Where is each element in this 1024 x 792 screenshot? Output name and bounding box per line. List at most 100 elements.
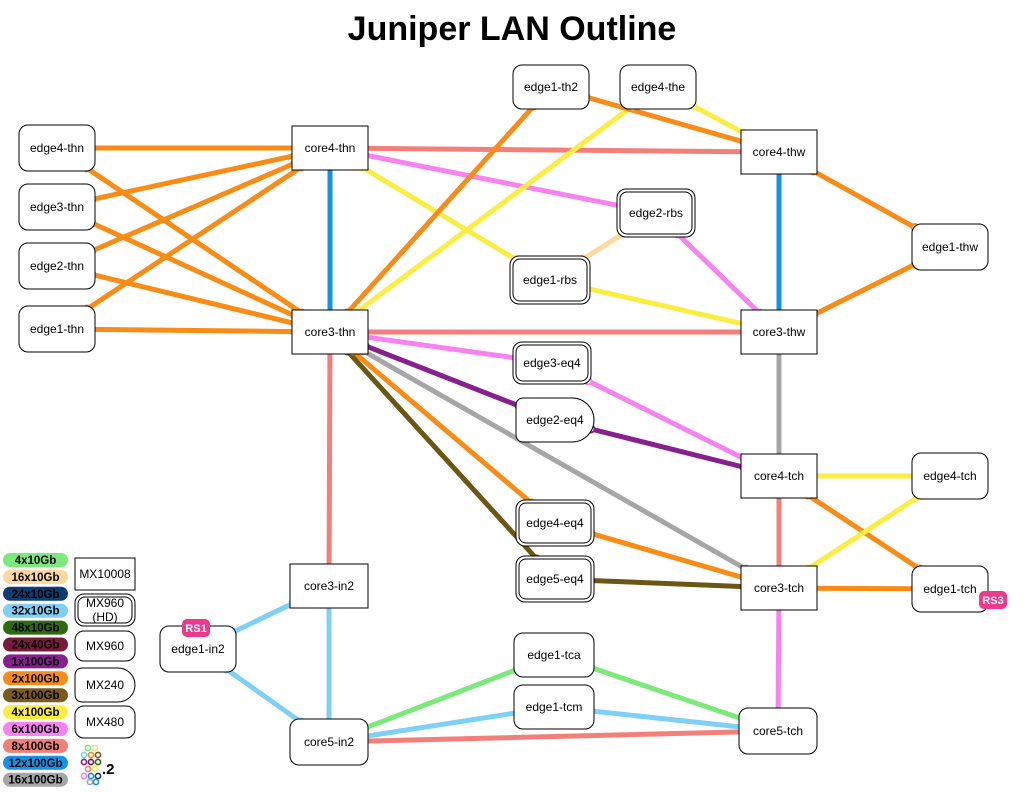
lag-dot (87, 772, 95, 780)
legend-label: 24x10Gb (12, 589, 60, 601)
node-edge2-rbs[interactable]: edge2-rbs (616, 188, 696, 238)
lag-dot (94, 758, 102, 766)
link-core5-in2-edge1-tca (362, 666, 520, 731)
legend-type-sub: (HD) (92, 610, 117, 624)
legend-label: 16x10Gb (12, 572, 60, 584)
lag-dot (92, 778, 100, 786)
link-core5-in2-core5-tch (362, 729, 745, 744)
node-edge5-eq4[interactable]: edge5-eq4 (515, 555, 595, 603)
link-core3-tch-core5-tch (775, 604, 782, 714)
lag-suffix: .2 (102, 761, 115, 778)
node-edge4-thn[interactable]: edge4-thn (18, 124, 96, 172)
legend-type-label: MX10008 (79, 567, 131, 581)
link-edge2-thn-core3-thn (89, 271, 298, 327)
link-edge4-thn-core3-thn (84, 165, 305, 316)
legend-item-1x100Gb: 1x100Gb (3, 654, 68, 669)
node-edge1-rbs[interactable]: edge1-rbs (509, 255, 591, 305)
link-core3-tch-edge1-tch (811, 585, 918, 592)
node-edge1-thw[interactable]: edge1-thw (911, 223, 989, 271)
link-edge1-th2-core4-thw (583, 94, 747, 145)
node-edge1-tca[interactable]: edge1-tca (513, 632, 595, 678)
node-core3-tch[interactable]: core3-tch (740, 565, 818, 611)
node-label: core5-tch (753, 724, 803, 738)
link-edge1-in2-core5-in2 (223, 666, 304, 725)
node-label: edge1-in2 (171, 642, 225, 656)
link-edge2-rbs-core3-thw (675, 231, 762, 316)
link-edge4-eq4-core3-tch (588, 530, 747, 581)
node-edge1-tcm[interactable]: edge1-tcm (513, 684, 595, 730)
node-label: core4-tch (754, 469, 804, 483)
node-label: edge1-th2 (524, 80, 578, 94)
link-core3-thw-edge1-thw (811, 261, 918, 318)
legend: 4x10Gb16x10Gb24x10Gb32x10Gb48x10Gb24x40G… (3, 553, 136, 787)
node-label: core3-in2 (304, 579, 354, 593)
node-core3-in2[interactable]: core3-in2 (289, 563, 369, 609)
link-core3-thn-edge4-the (352, 103, 636, 316)
legend-item-16x100Gb: 16x100Gb (3, 772, 68, 787)
node-edge1-th2[interactable]: edge1-th2 (512, 64, 590, 110)
legend-label: 2x100Gb (12, 673, 60, 685)
node-edge1-tch[interactable]: edge1-tch (911, 565, 989, 613)
lag-dot (94, 751, 102, 759)
link-core3-thn-edge3-eq4 (362, 334, 519, 361)
link-core3-thn-edge5-eq4 (344, 348, 540, 562)
legend-label: 6x100Gb (12, 724, 60, 736)
badge-rs1: RS1 (182, 619, 210, 637)
node-label: edge1-tch (923, 582, 976, 596)
legend-item-4x10Gb: 4x10Gb (3, 553, 68, 567)
legend-label: 8x100Gb (12, 741, 60, 753)
node-label: edge4-thn (30, 141, 84, 155)
lag-dot (84, 765, 92, 773)
node-edge1-in2[interactable]: edge1-in2 (159, 625, 237, 673)
node-edge1-thn[interactable]: edge1-thn (18, 305, 96, 353)
lag-dot (91, 765, 99, 773)
node-label: edge2-rbs (629, 206, 683, 220)
badge-label: RS3 (982, 595, 1003, 607)
node-edge3-eq4[interactable]: edge3-eq4 (512, 341, 592, 385)
legend-type-mx960-hd: MX960(HD) (74, 593, 136, 627)
node-core4-tch[interactable]: core4-tch (740, 453, 818, 499)
link-edge3-eq4-core4-tch (585, 378, 747, 462)
node-edge3-thn[interactable]: edge3-thn (18, 183, 96, 231)
link-core3-tch-edge4-tch (805, 493, 922, 572)
node-label: core3-thw (753, 325, 806, 339)
node-label: edge1-tcm (526, 700, 583, 714)
diagram-title: Juniper LAN Outline (347, 10, 677, 48)
node-label: edge2-thn (30, 259, 84, 273)
node-edge2-eq4[interactable]: edge2-eq4 (515, 397, 595, 443)
node-label: edge1-rbs (523, 273, 577, 287)
node-label: core4-thw (753, 145, 806, 159)
legend-type-mx240: MX240 (74, 667, 136, 703)
link-core3-thn-edge4-eq4 (349, 348, 534, 506)
link-edge2-eq4-core4-tch (588, 426, 747, 470)
lag-dot (91, 744, 99, 752)
lag-dot (80, 772, 88, 780)
lag-dot (87, 751, 95, 759)
lag-dot (80, 758, 88, 766)
node-edge4-the[interactable]: edge4-the (619, 64, 697, 110)
legend-item-2x100Gb: 2x100Gb (3, 671, 68, 686)
node-label: core4-thn (305, 141, 356, 155)
node-core5-in2[interactable]: core5-in2 (289, 718, 369, 766)
legend-item-3x100Gb: 3x100Gb (3, 688, 68, 703)
legend-item-32x10Gb: 32x10Gb (3, 603, 68, 618)
legend-item-4x100Gb: 4x100Gb (3, 705, 68, 720)
link-edge5-eq4-core3-tch (588, 577, 747, 590)
links-layer (84, 94, 923, 744)
node-edge4-tch[interactable]: edge4-tch (911, 452, 989, 500)
legend-item-12x100Gb: 12x100Gb (3, 755, 68, 770)
node-core3-thn[interactable]: core3-thn (291, 309, 369, 355)
link-core4-thw-edge1-thw (810, 168, 918, 231)
node-label: edge1-tca (527, 648, 581, 662)
node-core4-thw[interactable]: core4-thw (740, 129, 818, 175)
node-core5-tch[interactable]: core5-tch (738, 707, 818, 755)
lag-dot (94, 772, 102, 780)
badge-rs3: RS3 (979, 591, 1007, 609)
node-core3-thw[interactable]: core3-thw (740, 309, 818, 355)
nodes-layer: edge4-thn edge3-thn edge2-thn edge1-thn core… (18, 64, 989, 766)
legend-label: 4x10Gb (15, 555, 57, 567)
node-edge4-eq4[interactable]: edge4-eq4 (515, 499, 595, 547)
node-edge2-thn[interactable]: edge2-thn (18, 242, 96, 290)
node-core4-thn[interactable]: core4-thn (291, 125, 369, 171)
